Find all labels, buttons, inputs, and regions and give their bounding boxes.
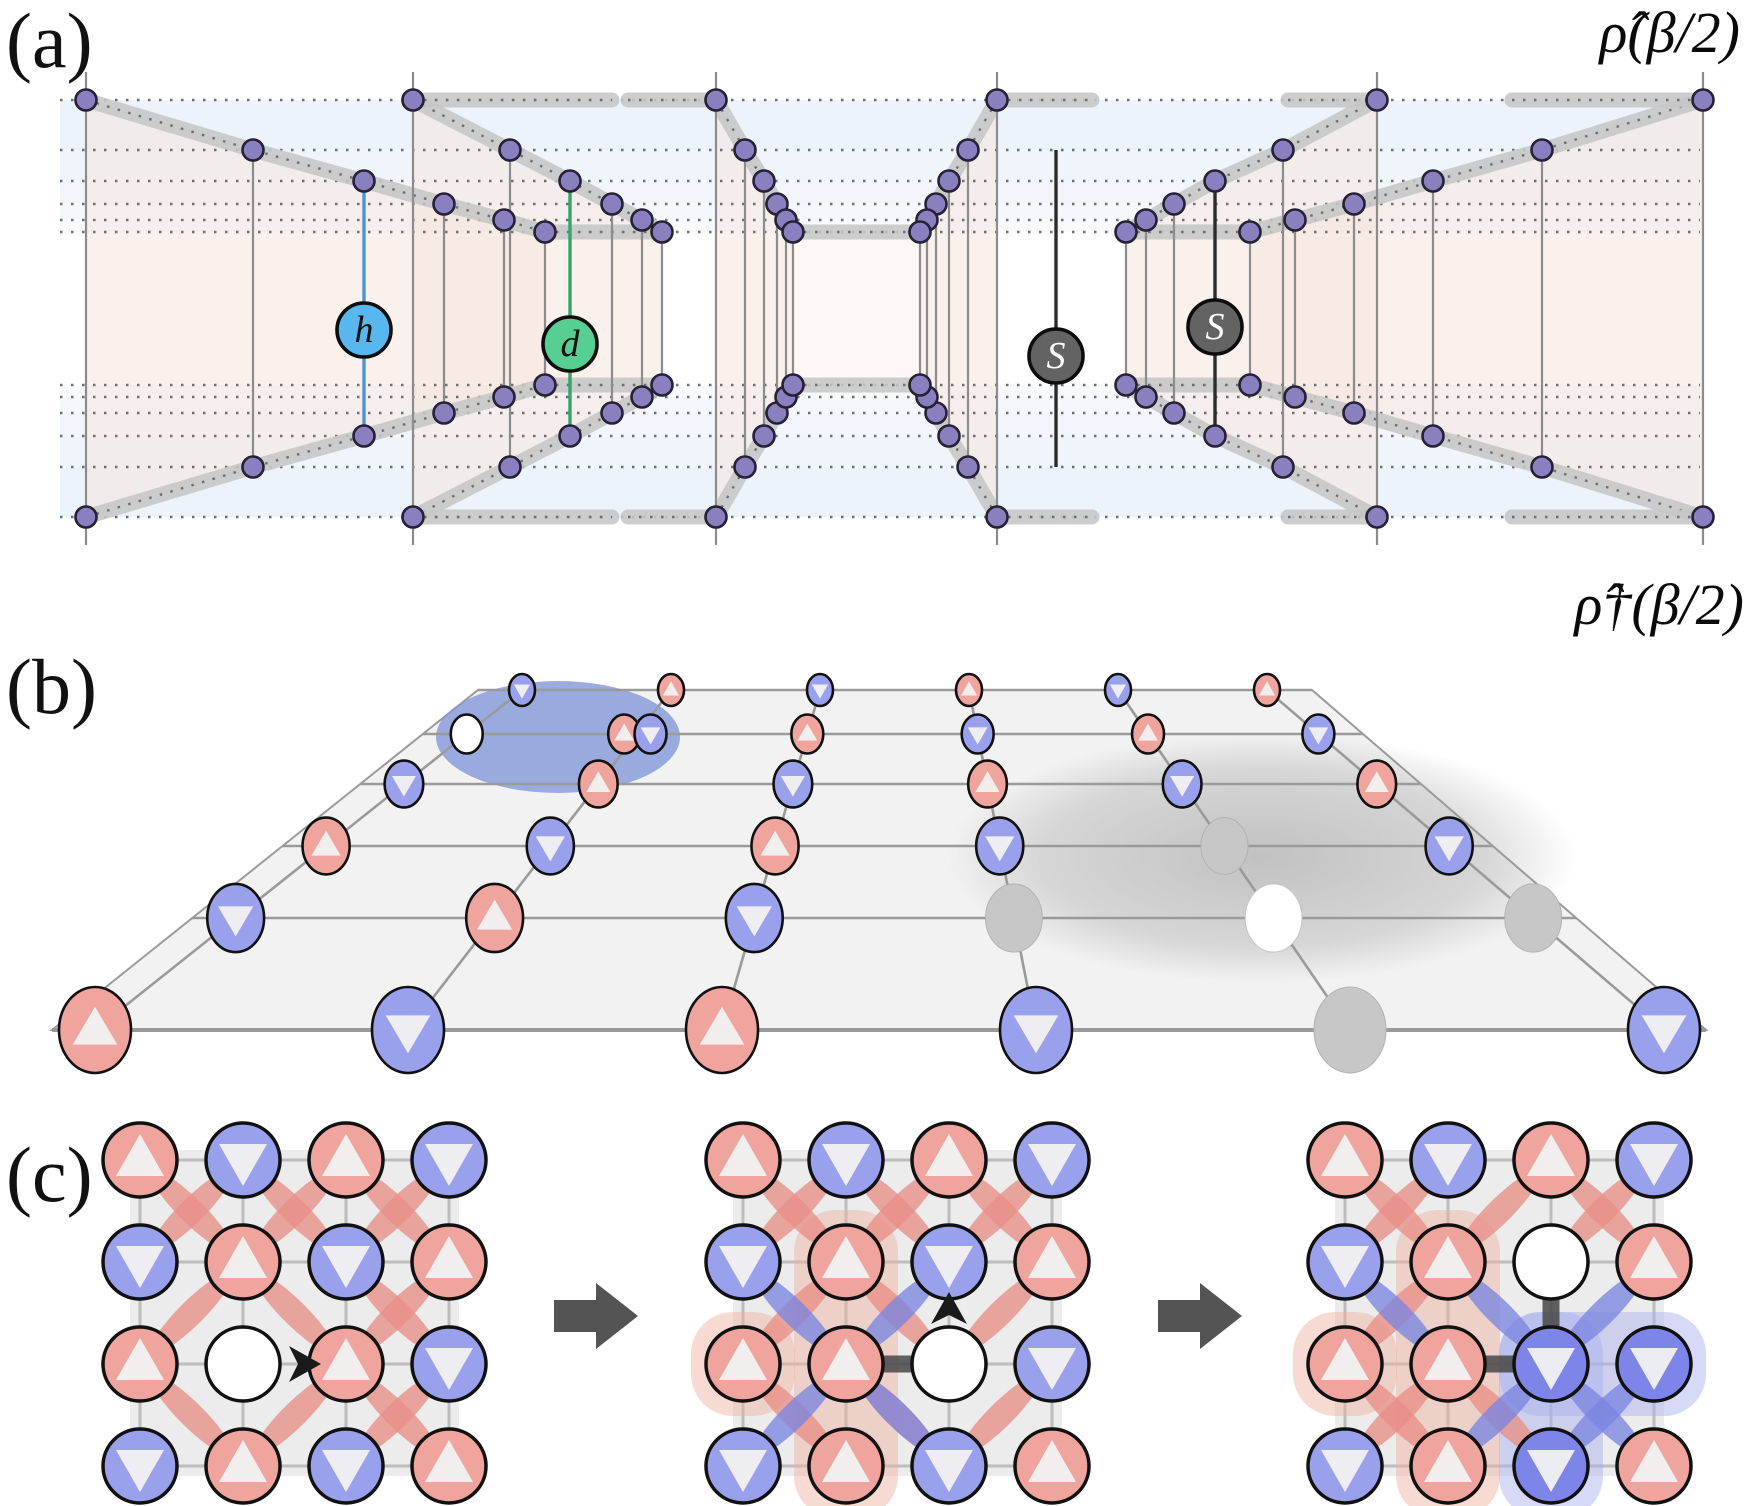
operator-h-circle: h [335,301,393,359]
bond-ellipse [1458,1170,1541,1252]
lattice-sites [101,1121,488,1505]
svg-text:S: S [1206,306,1225,348]
bond-ellipse [1355,1170,1438,1252]
operator-S-circle: S [1186,298,1244,356]
bond-ellipse [959,1272,1042,1354]
bond-ellipse [150,1170,233,1252]
panel-c [101,1121,1706,1506]
bond-ellipse [150,1374,233,1456]
svg-text:S: S [1047,335,1066,377]
bond-ellipse [1561,1170,1644,1252]
svg-text:d: d [561,323,581,365]
bond-ellipse [959,1374,1042,1456]
panel-b-label: (b) [6,643,97,730]
bond-ellipse [753,1374,836,1456]
rho-bottom-label: ρ̂†(β/2) [1574,572,1744,637]
lattice-sites [1306,1121,1693,1505]
panel-a-vertical-lines [84,72,1705,545]
lattice-2 [691,1121,1091,1506]
bond-ellipse [1355,1374,1438,1456]
bond-ellipse [356,1374,439,1456]
bond-ellipse [1355,1272,1438,1354]
svg-text:h: h [355,309,374,351]
bond-ellipse [356,1170,439,1252]
bond-ellipse [753,1272,836,1354]
step-arrow [554,1283,638,1349]
lattice-sites [704,1121,1091,1505]
panel-a-label: (a) [6,0,93,84]
bond-ellipse [1561,1272,1644,1354]
rho-top-label: ρ̂(β/2) [1599,0,1740,65]
bond-ellipse [1561,1374,1644,1456]
bond-ellipse [253,1272,336,1354]
bond-ellipse [959,1170,1042,1252]
operator-S-circle: S [1027,327,1085,385]
gray-defocus-blob [947,733,1577,983]
panel-a-tensor-nodes [74,88,1715,529]
bond-ellipse [856,1272,939,1354]
step-arrow [1158,1283,1242,1349]
bond-ellipse [356,1272,439,1354]
bond-ellipse [253,1374,336,1456]
bond-ellipse [856,1374,939,1456]
move-pointer-arrow [931,1292,967,1324]
lattice-grid [138,1158,451,1468]
panel-b-sites [57,672,1702,1075]
bond-ellipse [150,1272,233,1354]
lattice-3 [1293,1121,1706,1506]
bond-ellipse [1458,1374,1541,1456]
bond-ellipse [253,1170,336,1252]
bond-ellipse [1458,1272,1541,1354]
lattice-1 [101,1121,488,1505]
panel-c-label: (c) [6,1131,93,1218]
move-pointer-arrow [289,1346,321,1382]
operator-d-circle: d [541,315,599,373]
bond-ellipse [856,1170,939,1252]
bond-ellipse [753,1170,836,1252]
